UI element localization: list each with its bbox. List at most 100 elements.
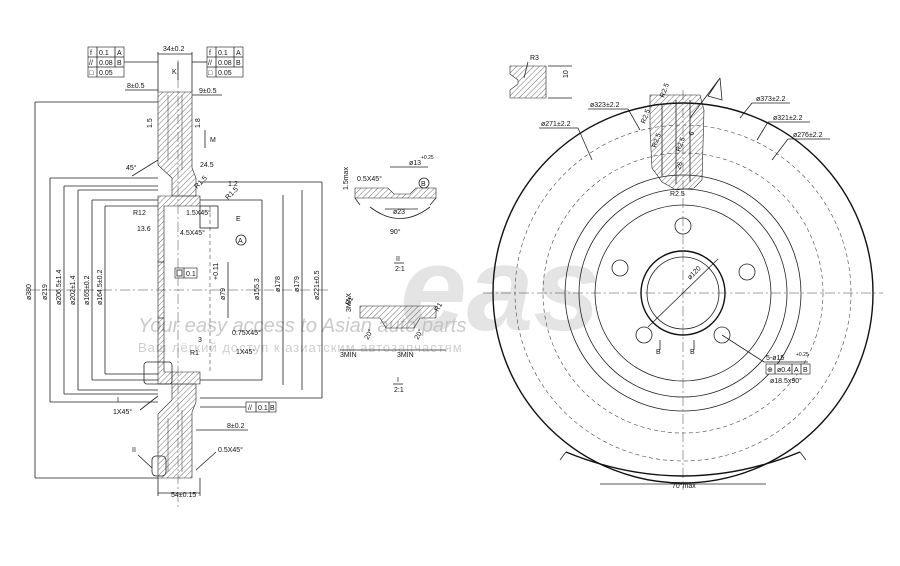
detail-i-scale: 2:1 [394,387,404,394]
vent-channel-lower [167,410,183,472]
datum-a: A [238,238,243,245]
dia-380: ø380 [26,284,33,300]
r3-label: R3 [530,55,539,62]
detail-i-3min-b: 3MIN [397,352,414,359]
svg-text:B: B [236,60,241,67]
angle-70: 70°max [672,482,696,490]
detail-i-marker [143,361,173,385]
parallel-frame-bottom: // 0.1 B [245,401,277,413]
section-mark-b-left: B [656,349,661,356]
svg-text://: // [89,60,93,67]
dim-8: 8±0.5 [127,83,145,90]
dim-26: 26 [675,161,684,171]
svg-text:B: B [270,405,275,412]
datum-a-circle [235,234,247,246]
dim-9: 9±0.5 [199,88,217,95]
dim-13-6: 13.6 [137,226,151,233]
svg-text:0.1: 0.1 [99,50,109,57]
chamfer-1x45-b: 1X45° [113,408,132,416]
tilt-2: 1.8 [195,118,202,128]
label-m: M [210,137,216,144]
svg-text:A: A [794,367,799,374]
dia-323: ø323±2.2 [590,102,620,109]
bolt-hole-1 [674,217,692,235]
r2-5-b: R2.5 [640,108,652,124]
label-k: K [172,69,177,76]
r2-5-c: R2.5 [651,132,663,148]
r3-detail: R3 10 [509,55,572,99]
dim-6: 6 [688,131,696,137]
r2-5-a: R2.5 [659,82,671,98]
svg-text:0.1: 0.1 [258,405,268,412]
dia-178: ø178 [275,276,282,292]
dim-24-5: 24.5 [200,162,214,169]
r12: R12 [133,210,146,217]
bolt-hole-4 [635,326,653,344]
hub-face [157,261,165,319]
chamfer-0-75: 0.75X45° [232,329,261,337]
lower-rotor-section [157,383,197,479]
svg-text:0.08: 0.08 [218,60,232,67]
watermark-logo: eas [400,222,600,356]
svg-text:0.1: 0.1 [218,50,228,57]
holes-tol: +0.25 [796,352,809,358]
dia-120: ø120 [686,265,702,281]
dia-321: ø321±2.2 [773,115,803,122]
svg-text:0.05: 0.05 [99,70,113,77]
dia-373: ø373±2.2 [756,96,786,103]
detail-ii-chamfer: 0.5X45° [357,175,382,183]
dia-165: ø165±0.2 [84,275,91,305]
chamfer-4-5: 4.5X45° [180,229,205,237]
label-e: E [236,216,241,223]
tolerance-frame-right: f 0.1 A // 0.08 B □ 0.05 [192,46,244,78]
r1: R1 [190,350,199,357]
svg-text:0.05: 0.05 [218,70,232,77]
dia-221: ø221±0.5 [314,270,321,300]
chamfer-0-5: 0.5X45° [218,446,243,454]
dia-179: ø179 [294,276,301,292]
svg-text:⊕: ⊕ [767,367,773,374]
dia-155: ø155.3 [254,278,261,300]
section-view: 34±0.2 K 8±0.5 9±0.5 M 45° 24.5 1.2 R1.5… [26,46,330,510]
detail-i-r1-a: R1 [345,296,356,307]
r2-5-e: R2.5 [670,191,685,198]
dia-202: ø202±1.4 [70,275,77,305]
dim-bottom-width: 54±0.15 [171,492,196,499]
detail-i-3max: 3MAX [346,293,353,312]
angle-45: 45° [126,164,137,172]
bolt-hole-2 [738,263,756,281]
detail-ii-dia-13-tol: +0.25 [421,155,434,161]
svg-text:□: □ [89,70,94,77]
detail-ii-marker [151,455,167,477]
r1-5-b: R1.5 [224,186,239,201]
label-i: I [117,397,119,404]
flat-frame-value: 0.1 [186,271,196,278]
svg-text:B: B [803,367,808,374]
detail-ii-dia-23: ø23 [393,209,405,216]
detail-i: R1 R1 3MAX 20° 20° 3MIN 3MIN I 2:1 [340,293,446,394]
svg-text:ø0.4: ø0.4 [777,367,791,374]
detail-i-section [359,305,437,329]
bolt-hole-5 [611,259,629,277]
detail-ii-angle-90: 90° [390,228,401,236]
detail-i-3min-a: 3MIN [340,352,357,359]
hat-flange-upper [157,195,201,263]
dia-276: ø276±2.2 [793,132,823,139]
svg-text:A: A [236,50,241,57]
detail-i-r1-b: R1 [434,302,445,313]
holes-count: 5-ø15 [766,355,784,362]
watermark-slogan-ru: Ваш лёгкий доступ к азиатским автозапчас… [138,340,463,355]
vent-channel-upper [167,95,183,170]
dia-79-tol: +0.11 [213,263,220,280]
bolt-hole-callout: 5-ø15 +0.25 ⊕ ø0.4 A B ø18.5x90° [721,334,811,385]
detail-ii-dia-13: ø13 [409,160,421,167]
angle-70-arc [565,451,801,477]
svg-text:f: f [209,50,211,57]
section-mark-b-right: B [690,349,695,356]
detail-ii-datum: B [421,181,426,188]
svg-text:□: □ [208,70,213,77]
label-ii: II [132,447,136,454]
svg-text:f: f [90,50,92,57]
svg-text:A: A [117,50,122,57]
